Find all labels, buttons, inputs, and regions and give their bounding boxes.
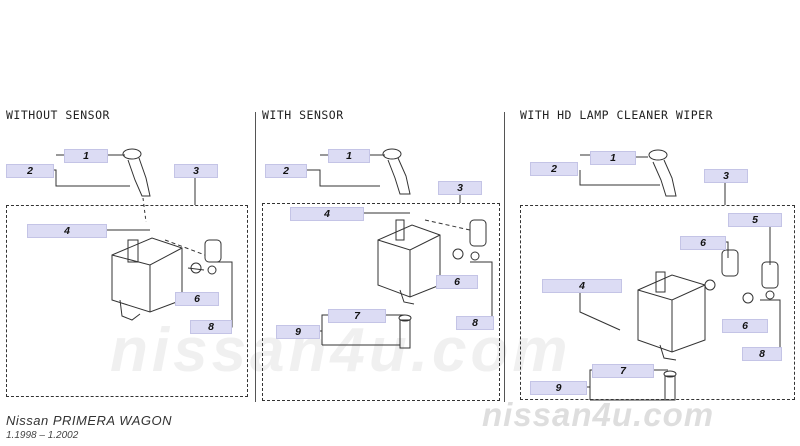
sensor-s3 [664, 375, 676, 401]
tank-s1 [111, 237, 183, 313]
callout-s2-6: 6 [436, 275, 478, 289]
assembly-box-with-sensor [262, 203, 500, 401]
leader-s3-5 [750, 224, 771, 265]
site-logo: nissan4u.com [482, 396, 715, 433]
callout-s2-4: 4 [290, 207, 364, 221]
callout-s2-7: 7 [328, 309, 386, 323]
section-title-with-hd-lamp-cleaner-wiper: WITH HD LAMP CLEANER WIPER [520, 108, 714, 122]
leader-s3-2 [579, 170, 660, 186]
callout-s2-2: 2 [265, 164, 307, 178]
leader-s2-2 [305, 169, 380, 187]
callout-s3-9: 9 [530, 381, 587, 395]
callout-s2-1: 1 [328, 149, 370, 163]
pump-s1 [204, 239, 222, 263]
leader-s2-8 [470, 261, 493, 323]
callout-s3-4: 4 [542, 279, 622, 293]
leader-s1-2 [52, 169, 130, 187]
pump-s3-a [721, 249, 739, 277]
sensor-s2 [399, 319, 411, 349]
pump-s2 [469, 219, 487, 247]
callout-s3-8: 8 [742, 347, 782, 361]
callout-s3-2: 2 [530, 162, 578, 176]
callout-s2-9: 9 [276, 325, 320, 339]
leader-s3-8 [760, 299, 781, 355]
section-title-without-sensor: WITHOUT SENSOR [6, 108, 110, 122]
callout-s3-1: 1 [590, 151, 636, 165]
cap-s1 [122, 148, 142, 160]
production-years: 1.1998 – 1.2002 [6, 430, 79, 441]
callout-s1-6: 6 [175, 292, 219, 306]
tank-s3 [637, 274, 706, 353]
assembly-box-without-sensor [6, 205, 248, 397]
callout-s3-3: 3 [704, 169, 748, 183]
leader-s3-4 [579, 291, 621, 331]
callout-s1-8: 8 [190, 320, 232, 334]
callout-s3-5: 5 [728, 213, 782, 227]
callout-s3-7: 7 [592, 364, 654, 378]
callout-s1-3: 3 [174, 164, 218, 178]
callout-s2-3: 3 [438, 181, 482, 195]
callout-s2-8: 8 [456, 316, 494, 330]
callout-s3-6a: 6 [680, 236, 726, 250]
callout-s1-4: 4 [27, 224, 107, 238]
section-title-with-sensor: WITH SENSOR [262, 108, 344, 122]
section-divider-2 [504, 112, 505, 402]
callout-s1-2: 2 [6, 164, 54, 178]
callout-s3-6b: 6 [722, 319, 768, 333]
section-divider-1 [255, 112, 256, 402]
pump-s3-b [761, 261, 779, 289]
tank-s2 [377, 224, 441, 298]
vehicle-model: Nissan PRIMERA WAGON [6, 413, 173, 428]
callout-s1-1: 1 [64, 149, 108, 163]
neck-s1 [127, 157, 151, 197]
